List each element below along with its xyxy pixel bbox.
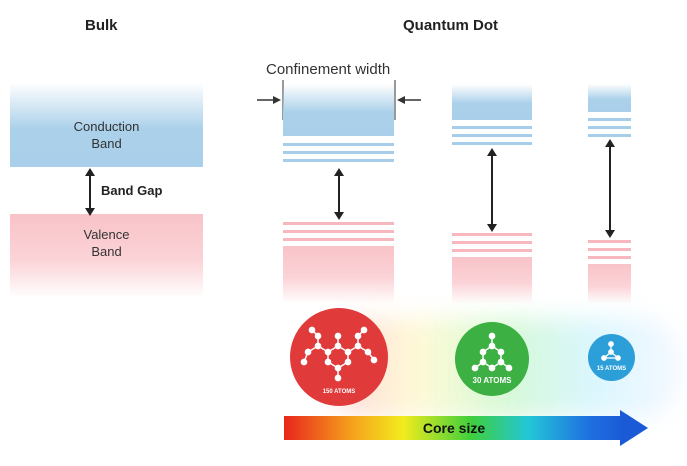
qd3-conduction-band bbox=[588, 84, 631, 112]
bulk-valence-band bbox=[10, 214, 203, 298]
qd2-valence-level bbox=[452, 249, 532, 252]
qd2-valence-level bbox=[452, 233, 532, 236]
molecule-large-icon bbox=[300, 326, 378, 382]
dot-150-atoms: 150 ATOMS bbox=[290, 308, 388, 406]
qd3-conduction-level bbox=[588, 126, 631, 129]
qd2-conduction-band bbox=[452, 84, 532, 120]
dot-150-atoms-label: 150 ATOMS bbox=[322, 389, 356, 395]
qd2-gap-arrow bbox=[487, 148, 497, 232]
quantum-dot-heading: Quantum Dot bbox=[403, 17, 498, 34]
dot-15-atoms: 15 ATOMS bbox=[588, 334, 635, 381]
core-size-arrow-bar bbox=[284, 416, 624, 440]
qd2-valence-level bbox=[452, 241, 532, 244]
core-size-arrowhead-icon bbox=[620, 410, 648, 446]
band-gap-label: Band Gap bbox=[101, 183, 163, 198]
dot-15-atoms-label: 15 ATOMS bbox=[596, 366, 627, 372]
qd3-conduction-level bbox=[588, 118, 631, 121]
dot-30-atoms: 30 ATOMS bbox=[455, 322, 529, 396]
qd3-valence-level bbox=[588, 248, 631, 251]
qd3-conduction-level bbox=[588, 134, 631, 137]
molecule-small-icon bbox=[601, 341, 621, 361]
bulk-band-gap-arrow bbox=[85, 168, 95, 216]
qd1-conduction-level bbox=[283, 159, 394, 162]
qd1-conduction-level bbox=[283, 143, 394, 146]
qd2-conduction-level bbox=[452, 134, 532, 137]
bulk-heading: Bulk bbox=[85, 17, 118, 34]
qd1-valence-band bbox=[283, 246, 394, 304]
qd3-gap-arrow bbox=[605, 139, 615, 238]
qd3-valence-level bbox=[588, 240, 631, 243]
qd1-valence-level bbox=[283, 222, 394, 225]
molecule-medium-icon bbox=[471, 332, 513, 372]
confinement-width-label: Confinement width bbox=[266, 61, 391, 78]
bulk-conduction-label: Conduction Band bbox=[73, 119, 140, 151]
qd3-valence-band bbox=[588, 264, 631, 304]
qd2-conduction-level bbox=[452, 142, 532, 145]
bulk-valence-label: Valence Band bbox=[83, 227, 130, 259]
bulk-conduction-band bbox=[10, 83, 203, 167]
qd1-conduction-level bbox=[283, 151, 394, 154]
confinement-width-marker bbox=[257, 80, 421, 120]
qd1-gap-arrow bbox=[334, 168, 344, 220]
qd3-valence-level bbox=[588, 256, 631, 259]
qd1-conduction-band bbox=[283, 84, 394, 136]
dot-30-atoms-label: 30 ATOMS bbox=[472, 376, 512, 385]
qd2-conduction-level bbox=[452, 126, 532, 129]
qd1-valence-level bbox=[283, 230, 394, 233]
core-size-label: Core size bbox=[422, 420, 486, 436]
qd2-valence-band bbox=[452, 257, 532, 304]
qd1-valence-level bbox=[283, 238, 394, 241]
